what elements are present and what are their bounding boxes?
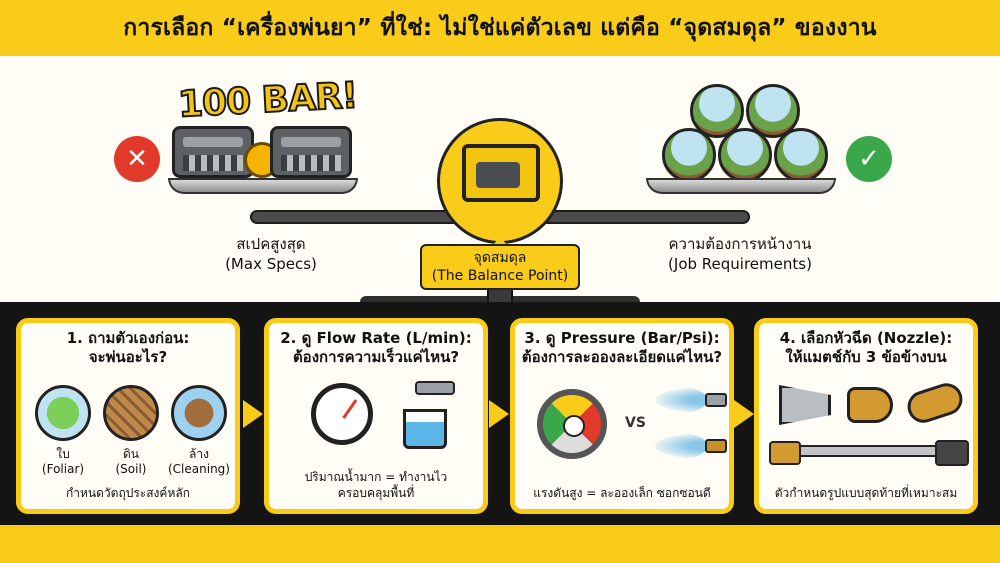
soil-icon xyxy=(103,385,159,441)
arrow-right-icon xyxy=(734,400,754,428)
brass-nozzle-icon xyxy=(847,387,893,423)
step-card-3: 3. ดู Pressure (Bar/Psi): ต้องการละอองละ… xyxy=(510,318,734,514)
step-3-heading: 3. ดู Pressure (Bar/Psi): ต้องการละอองละ… xyxy=(521,329,723,366)
step-4-heading: 4. เลือกหัวฉีด (Nozzle): ให้แมตช์กับ 3 ข… xyxy=(779,329,953,366)
water-cup xyxy=(403,409,447,449)
page-title: การเลือก “เครื่องพ่นยา” ที่ใช่: ไม่ใช่แค… xyxy=(123,15,877,41)
vs-label: VS xyxy=(625,415,646,431)
max-bar-text: 100 BAR! xyxy=(176,74,359,126)
step-card-4: 4. เลือกหัวฉีด (Nozzle): ให้แมตช์กับ 3 ข… xyxy=(754,318,978,514)
cleaning-icon xyxy=(171,385,227,441)
job-requirements-illustration xyxy=(650,84,850,182)
nozzle-icon xyxy=(705,393,727,407)
step-card-1: 1. ถามตัวเองก่อน: จะพ่นอะไร? ใบ (Foliar)… xyxy=(16,318,240,514)
arrow-right-icon xyxy=(489,400,509,428)
engine-icon xyxy=(172,126,254,178)
step-2-heading: 2. ดู Flow Rate (L/min): ต้องการความเร็ว… xyxy=(280,329,472,366)
soil-caption: ดิน (Soil) xyxy=(115,447,147,476)
leaf-icon xyxy=(35,385,91,441)
step-4-footer: ตัวกำหนดรูปแบบสุดท้ายที่เหมาะสม xyxy=(774,486,958,500)
title-bar: การเลือก “เครื่องพ่นยา” ที่ใช่: ไม่ใช่แค… xyxy=(0,0,1000,56)
step-3-footer: แรงดันสูง = ละอองเล็ก ซอกซอนดี xyxy=(533,486,711,500)
fine-mist-icon xyxy=(655,387,707,413)
foliar-caption: ใบ (Foliar) xyxy=(41,447,85,476)
pressure-gauge-icon xyxy=(537,389,607,459)
step-2-footer: ปริมาณน้ำมาก = ทำงานไว ครอบคลุมพื้นที่ xyxy=(304,470,448,500)
crane-icon xyxy=(774,128,828,182)
step-1-footer: กำหนดวัตถุประสงค์หลัก xyxy=(66,486,190,500)
spray-lance-icon xyxy=(769,440,969,466)
scale-pan-left xyxy=(168,178,358,194)
cleaning-caption: ล้าง (Cleaning) xyxy=(168,447,230,476)
max-specs-label: สเปคสูงสุด (Max Specs) xyxy=(225,235,317,273)
tap xyxy=(415,381,455,395)
engines-illustration xyxy=(172,126,352,180)
sprayer-pump-icon xyxy=(462,144,540,202)
balance-point-label: จุดสมดุล (The Balance Point) xyxy=(420,244,580,290)
balance-point-circle xyxy=(437,118,563,244)
construction-icon xyxy=(718,128,772,182)
job-requirements-label: ความต้องการหน้างาน (Job Requirements) xyxy=(668,235,812,273)
coarse-spray-icon xyxy=(655,433,707,459)
faucet-icon xyxy=(399,381,459,449)
arrow-right-icon xyxy=(243,400,263,428)
adjustable-nozzle-icon xyxy=(903,379,967,427)
cross-icon: ✕ xyxy=(114,136,160,182)
scale-pan-right xyxy=(646,178,836,194)
stopwatch-icon xyxy=(311,383,373,445)
check-icon: ✓ xyxy=(846,136,892,182)
cone-nozzle-icon xyxy=(779,385,831,425)
engine-icon xyxy=(270,126,352,178)
step-card-2: 2. ดู Flow Rate (L/min): ต้องการความเร็ว… xyxy=(264,318,488,514)
bottom-strip xyxy=(0,525,1000,563)
seedling-icon xyxy=(662,128,716,182)
step-1-heading: 1. ถามตัวเองก่อน: จะพ่นอะไร? xyxy=(66,329,190,366)
brass-nozzle-icon xyxy=(705,439,727,453)
